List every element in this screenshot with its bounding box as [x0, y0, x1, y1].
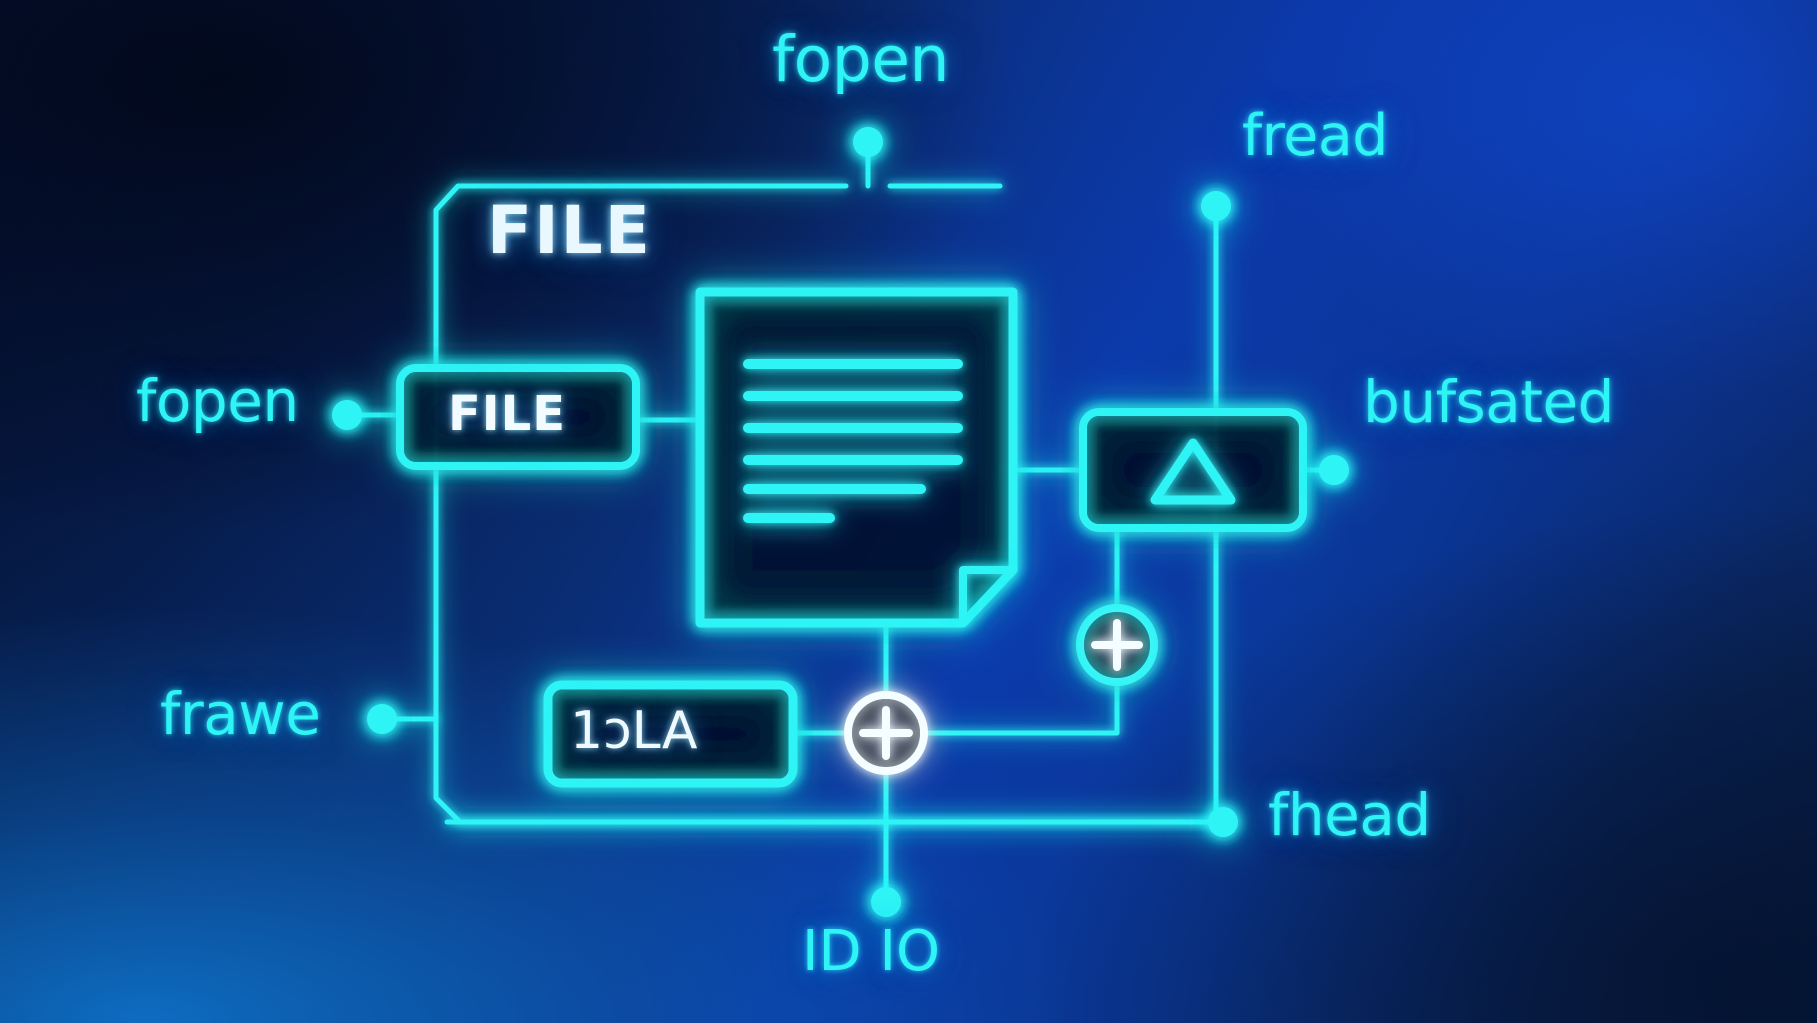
wire-plus-upper-to-rail — [925, 679, 1120, 736]
port-dot-bufsated[interactable] — [1319, 455, 1349, 485]
document-icon[interactable] — [695, 287, 1018, 628]
port-label-fopen-top: fopen — [772, 23, 949, 96]
file-block[interactable] — [396, 364, 640, 470]
port-dots — [332, 127, 1349, 917]
port-label-fread: fread — [1242, 103, 1388, 169]
port-label-fhead: fhead — [1268, 781, 1431, 849]
triangle-icon — [1150, 438, 1236, 505]
port-dot-fopen-top[interactable] — [853, 127, 883, 157]
plus-upper-junction[interactable] — [1076, 604, 1158, 686]
port-dot-idio[interactable] — [871, 887, 901, 917]
file-group-title: FILE — [487, 192, 652, 269]
port-label-idio: ID IO — [802, 919, 941, 984]
port-dot-fhead[interactable] — [1208, 807, 1238, 837]
port-dot-fopen-left[interactable] — [332, 400, 362, 430]
iola-block-label: 1ɔLA — [570, 701, 698, 761]
port-dot-frawe[interactable] — [367, 704, 397, 734]
port-label-frawe: frawe — [160, 680, 321, 748]
delta-block[interactable] — [1079, 408, 1307, 532]
document-text-lines — [743, 359, 963, 523]
port-label-fopen-left: fopen — [136, 367, 299, 435]
file-block-label: FILE — [448, 386, 567, 442]
document-fold-icon — [959, 566, 1013, 623]
port-label-bufsated: bufsated — [1363, 368, 1615, 436]
plus-lower-junction[interactable] — [844, 691, 928, 775]
port-dot-fread[interactable] — [1201, 191, 1231, 221]
iola-block[interactable] — [543, 680, 798, 788]
